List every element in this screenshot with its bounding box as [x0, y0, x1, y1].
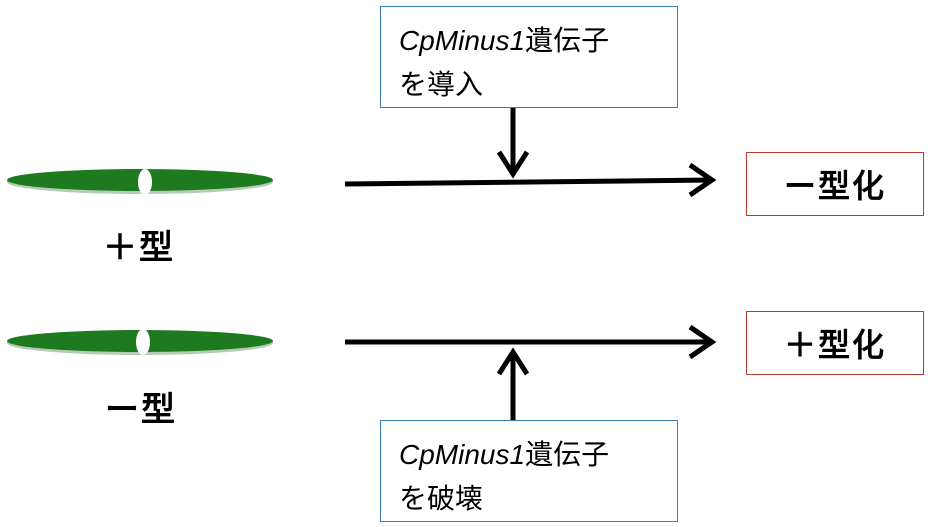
- gene-name: CpMinus1: [399, 439, 526, 470]
- gene-name: CpMinus1: [399, 25, 526, 56]
- gene-suffix: 遺伝子: [525, 24, 610, 57]
- gene-introduce-line2: を導入: [399, 68, 484, 101]
- result-minus-conversion-box: ー型化: [746, 152, 924, 216]
- introduce-arrow: [496, 108, 530, 179]
- minus-type-label: ー型: [105, 390, 177, 430]
- result-plus-conversion-box: ＋型化: [746, 311, 924, 375]
- minus-type-cell: [7, 329, 273, 355]
- bottom-main-arrow: [345, 324, 717, 360]
- minus-type-nucleus: [136, 329, 150, 355]
- gene-disrupt-line2: を破壊: [399, 482, 484, 515]
- plus-type-label: ＋型: [103, 228, 175, 268]
- gene-disrupt-box: CpMinus1遺伝子 を破壊: [380, 420, 678, 522]
- disrupt-arrow: [496, 347, 530, 420]
- gene-introduce-line1: CpMinus1遺伝子: [399, 19, 663, 63]
- plus-type-nucleus: [138, 169, 152, 195]
- plus-type-cell: [7, 169, 273, 195]
- top-main-arrow: [344, 162, 717, 198]
- gene-introduce-box: CpMinus1遺伝子 を導入: [380, 6, 678, 108]
- gene-disrupt-line1: CpMinus1遺伝子: [399, 433, 663, 477]
- gene-suffix: 遺伝子: [525, 438, 610, 471]
